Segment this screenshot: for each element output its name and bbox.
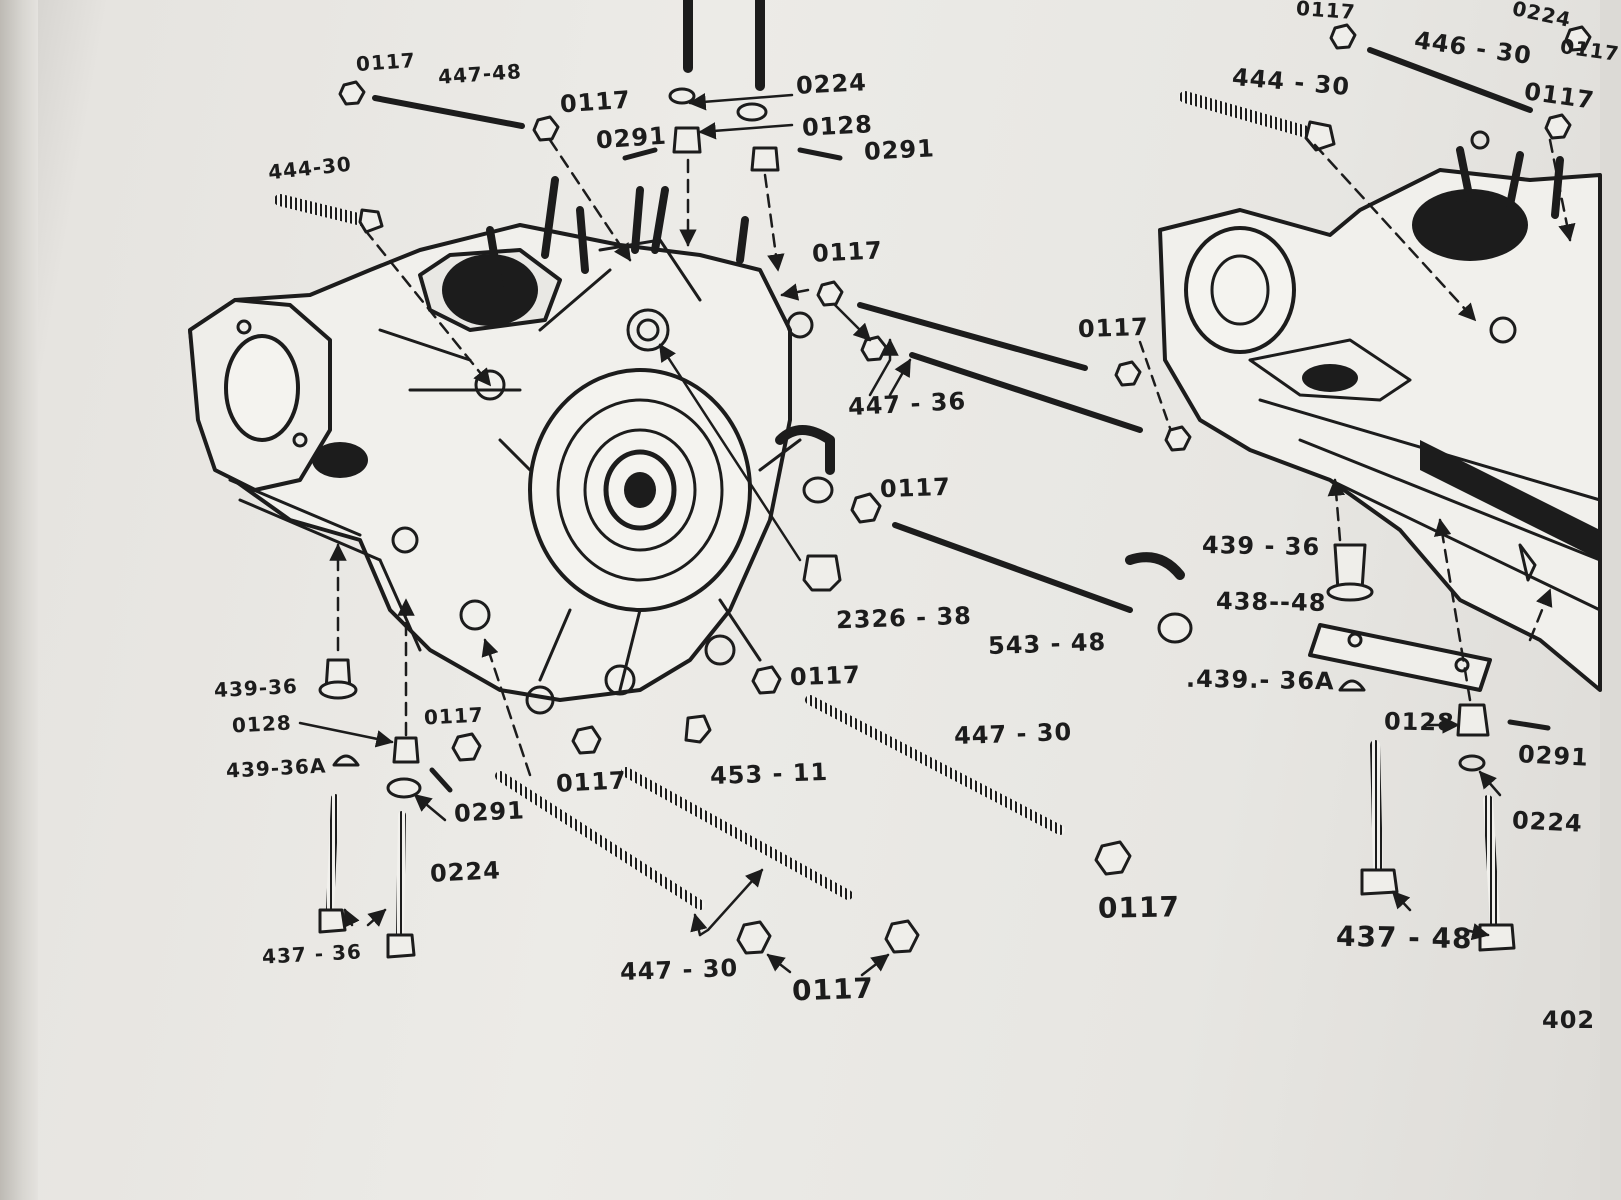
part-label: 437 - 48: [1335, 919, 1473, 956]
left-studs: [274, 0, 1193, 959]
part-label: 447 - 30: [619, 953, 739, 987]
right-crankcase-half: [1158, 130, 1602, 692]
part-label: 438--48: [1215, 587, 1327, 617]
part-label: .439.- 36A: [1185, 664, 1335, 696]
part-label: 0291: [453, 796, 526, 828]
part-label: 453 - 11: [709, 757, 829, 791]
part-label: 439-36: [213, 673, 299, 703]
part-label: 0117: [423, 702, 485, 730]
part-label: 0117: [791, 971, 875, 1008]
part-label: 447 - 30: [953, 717, 1073, 751]
book-spine-shadow: [0, 0, 38, 1200]
part-label: 0224: [429, 856, 502, 888]
part-label: 0128: [801, 110, 874, 142]
part-label: 0291: [1517, 740, 1590, 772]
part-label: 0117: [789, 660, 862, 692]
part-label: 0291: [863, 134, 936, 166]
part-label: 0117: [811, 236, 884, 268]
part-label: 0117: [1097, 890, 1181, 925]
part-label: 0117: [355, 47, 417, 77]
part-label: 447-48: [437, 59, 523, 89]
part-label: 0117: [1295, 0, 1357, 25]
part-label: 439 - 36: [1201, 530, 1321, 562]
page-number: 402: [1542, 1006, 1596, 1034]
part-label: 439-36A: [225, 753, 327, 783]
part-label: 2326 - 38: [835, 601, 973, 635]
part-label: 0117: [1077, 312, 1150, 344]
nuts-and-washers: [318, 23, 1592, 955]
part-label: 0291: [595, 121, 668, 155]
part-label: 0128: [231, 710, 293, 738]
part-label: 0117: [555, 766, 628, 798]
right-studs: [1179, 47, 1551, 952]
part-label: 0117: [559, 85, 632, 119]
part-label: 437 - 36: [261, 939, 363, 969]
part-label: 0117: [879, 472, 952, 504]
part-label: 0224: [795, 68, 868, 100]
part-label: 0224: [1511, 806, 1584, 838]
part-label: 543 - 48: [987, 627, 1107, 661]
leader-lines: [298, 93, 1576, 977]
left-crankcase-half: [188, 176, 835, 715]
part-label: 447 - 36: [847, 386, 967, 422]
part-label: 0128: [1383, 707, 1456, 737]
